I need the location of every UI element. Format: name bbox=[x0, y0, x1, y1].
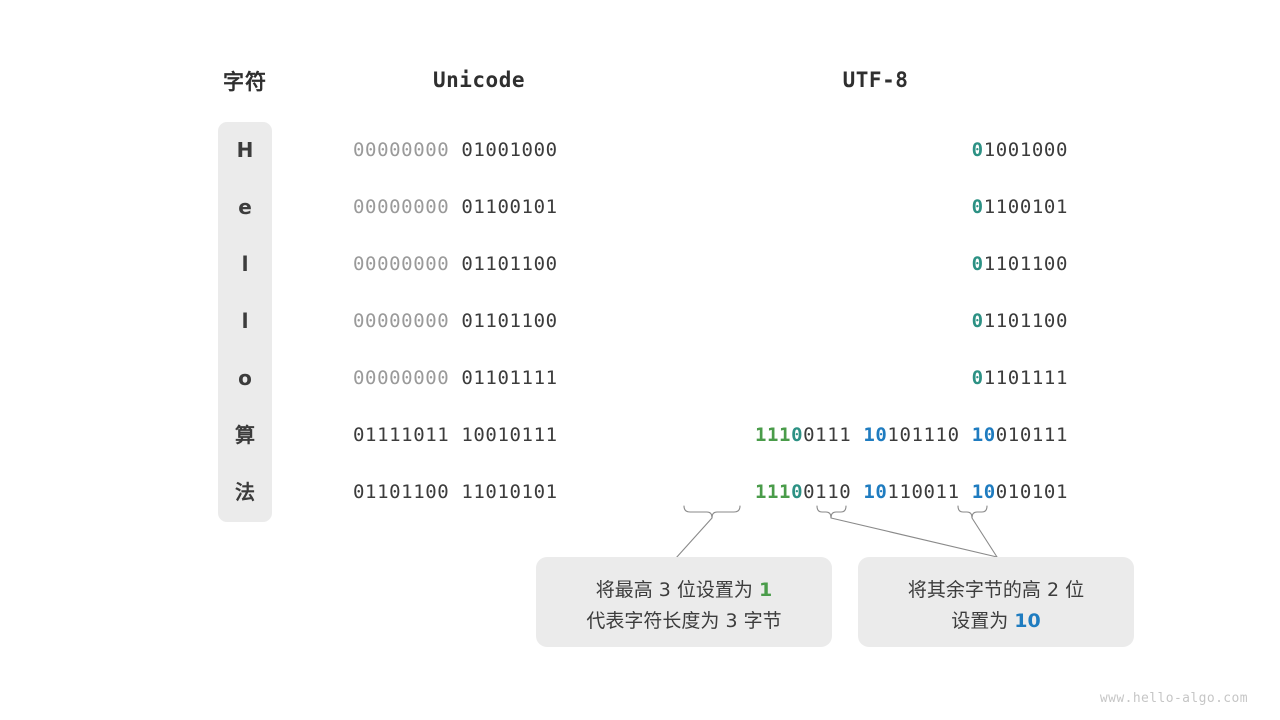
utf8-bit-segment: 010111 bbox=[995, 424, 1068, 446]
cell-utf8: 01001000 bbox=[600, 122, 1068, 179]
utf8-bit-segment: 0 bbox=[971, 367, 984, 389]
callout-right-line-2: 设置为 10 bbox=[858, 606, 1134, 637]
unicode-high-byte: 00000000 bbox=[353, 196, 450, 218]
callout-continuation-bits: 将其余字节的高 2 位 设置为 10 bbox=[858, 557, 1134, 647]
utf8-bit-segment bbox=[960, 481, 972, 503]
column-header-char: 字符 bbox=[223, 70, 267, 94]
callout-right-line-2-text: 设置为 bbox=[951, 610, 1015, 632]
char-column-background bbox=[218, 122, 272, 522]
utf8-bit-segment: 0 bbox=[791, 424, 804, 446]
utf8-bit-segment: 101110 bbox=[887, 424, 960, 446]
callout-leading-bits: 将最高 3 位设置为 1 代表字符长度为 3 字节 bbox=[536, 557, 832, 647]
callout-left-line-1-text: 将最高 3 位设置为 bbox=[595, 579, 759, 601]
utf8-bit-segment: 0 bbox=[971, 253, 984, 275]
utf8-bit-segment: 1001000 bbox=[983, 139, 1068, 161]
utf8-bit-segment: 110011 bbox=[887, 481, 960, 503]
unicode-low-byte: 10010111 bbox=[461, 424, 558, 446]
utf8-bit-segment bbox=[851, 424, 863, 446]
utf8-bit-segment: 0 bbox=[971, 196, 984, 218]
cell-character: l bbox=[241, 252, 249, 276]
unicode-low-byte: 01001000 bbox=[461, 139, 558, 161]
cell-unicode: 01101100 11010101 bbox=[353, 464, 605, 521]
byte-separator bbox=[449, 310, 461, 332]
utf8-bit-segment: 1100101 bbox=[983, 196, 1068, 218]
utf8-bit-segment bbox=[851, 481, 863, 503]
cell-utf8: 11100111 10101110 10010111 bbox=[600, 407, 1068, 464]
byte-separator bbox=[449, 139, 461, 161]
utf8-bit-segment: 10 bbox=[863, 481, 888, 503]
watermark: www.hello-algo.com bbox=[1099, 691, 1248, 706]
cell-utf8: 11100110 10110011 10010101 bbox=[600, 464, 1068, 521]
utf8-bit-segment bbox=[960, 424, 972, 446]
unicode-low-byte: 11010101 bbox=[461, 481, 558, 503]
callout-left-line-1: 将最高 3 位设置为 1 bbox=[536, 575, 832, 606]
column-header-unicode: Unicode bbox=[432, 68, 525, 92]
utf8-bit-segment: 0 bbox=[971, 139, 984, 161]
utf8-bit-segment: 1101111 bbox=[983, 367, 1068, 389]
unicode-high-byte: 01111011 bbox=[353, 424, 450, 446]
unicode-low-byte: 01100101 bbox=[461, 196, 558, 218]
utf8-bit-segment: 0111 bbox=[803, 424, 852, 446]
utf8-bit-segment: 10 bbox=[971, 424, 996, 446]
unicode-high-byte: 01101100 bbox=[353, 481, 450, 503]
cell-unicode: 00000000 01101111 bbox=[353, 350, 605, 407]
cell-character: 算 bbox=[235, 423, 255, 447]
byte-separator bbox=[449, 481, 461, 503]
unicode-high-byte: 00000000 bbox=[353, 139, 450, 161]
unicode-low-byte: 01101100 bbox=[461, 253, 558, 275]
cell-utf8: 01100101 bbox=[600, 179, 1068, 236]
unicode-low-byte: 01101100 bbox=[461, 310, 558, 332]
byte-separator bbox=[449, 367, 461, 389]
unicode-high-byte: 00000000 bbox=[353, 310, 450, 332]
cell-unicode: 00000000 01101100 bbox=[353, 293, 605, 350]
cell-character: e bbox=[238, 195, 252, 219]
utf8-bit-segment: 10 bbox=[971, 481, 996, 503]
utf8-bit-segment: 10 bbox=[863, 424, 888, 446]
cell-character: l bbox=[241, 309, 249, 333]
byte-separator bbox=[449, 196, 461, 218]
cell-unicode: 00000000 01101100 bbox=[353, 236, 605, 293]
callout-left-highlight: 1 bbox=[758, 579, 773, 601]
utf8-bit-segment: 010101 bbox=[995, 481, 1068, 503]
unicode-high-byte: 00000000 bbox=[353, 253, 450, 275]
cell-character: 法 bbox=[235, 480, 255, 504]
utf8-bit-segment: 111 bbox=[754, 424, 792, 446]
byte-separator bbox=[449, 424, 461, 446]
callout-right-line-1: 将其余字节的高 2 位 bbox=[907, 579, 1085, 601]
cell-unicode: 00000000 01001000 bbox=[353, 122, 605, 179]
utf8-bit-segment: 1101100 bbox=[983, 310, 1068, 332]
callout-right-highlight: 10 bbox=[1014, 610, 1041, 632]
cell-unicode: 01111011 10010111 bbox=[353, 407, 605, 464]
column-header-utf8: UTF-8 bbox=[842, 68, 909, 92]
cell-utf8: 01101111 bbox=[600, 350, 1068, 407]
unicode-high-byte: 00000000 bbox=[353, 367, 450, 389]
cell-unicode: 00000000 01100101 bbox=[353, 179, 605, 236]
utf8-bit-segment: 111 bbox=[754, 481, 792, 503]
cell-character: H bbox=[236, 138, 254, 162]
cell-character: o bbox=[238, 366, 252, 390]
cell-utf8: 01101100 bbox=[600, 236, 1068, 293]
byte-separator bbox=[449, 253, 461, 275]
utf8-bit-segment: 1101100 bbox=[983, 253, 1068, 275]
utf8-bit-segment: 0 bbox=[971, 310, 984, 332]
utf8-bit-segment: 0 bbox=[791, 481, 804, 503]
unicode-low-byte: 01101111 bbox=[461, 367, 558, 389]
utf8-bit-segment: 0110 bbox=[803, 481, 852, 503]
callout-left-line-2: 代表字符长度为 3 字节 bbox=[586, 610, 782, 632]
cell-utf8: 01101100 bbox=[600, 293, 1068, 350]
